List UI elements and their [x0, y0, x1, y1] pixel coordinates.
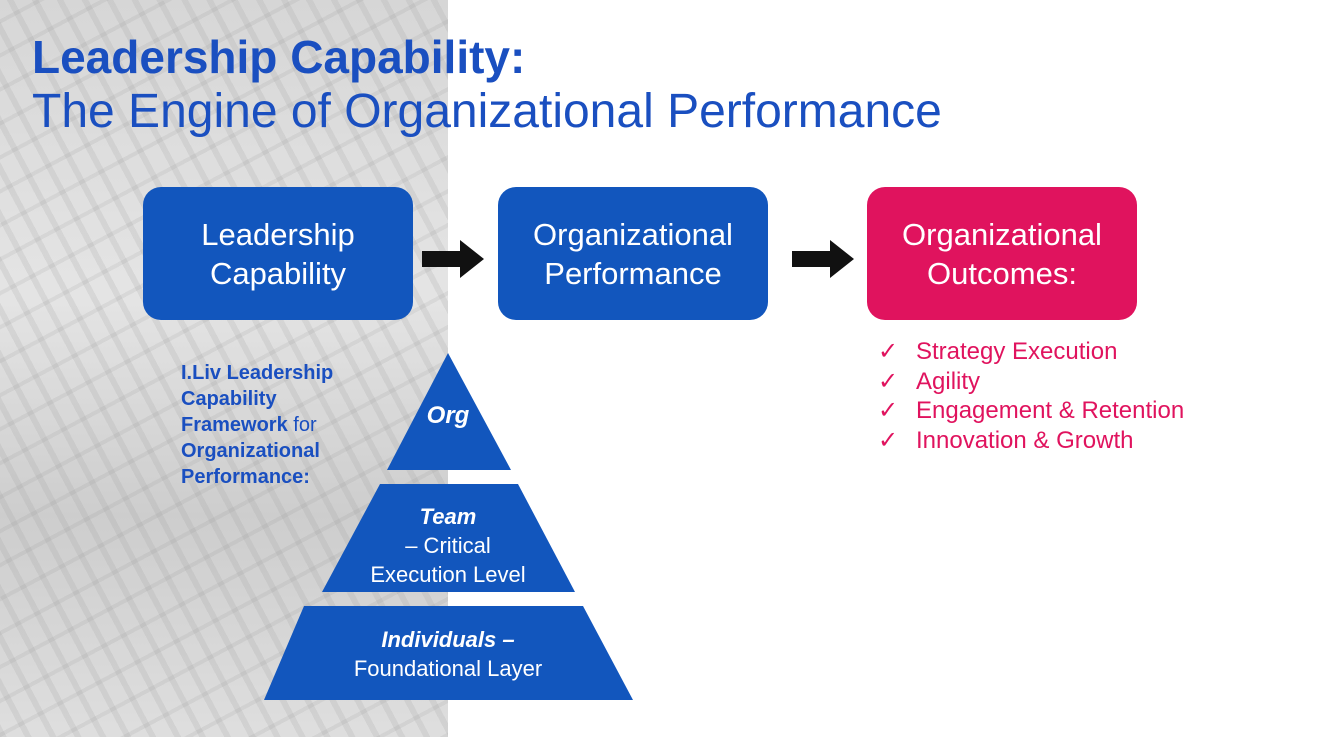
check-icon: ✓ — [878, 367, 899, 395]
check-icon: ✓ — [878, 397, 899, 424]
arrow-right-icon — [422, 240, 484, 278]
organizational-performance-box: Organizational Performance — [498, 187, 768, 320]
organizational-outcomes-box: Organizational Outcomes: — [867, 187, 1137, 320]
title-line-2: The Engine of Organizational Performance — [32, 85, 942, 138]
check-icon: ✓ — [878, 338, 899, 365]
pyramid-label-org: Org — [426, 402, 470, 429]
list-item: ✓Strategy Execution — [878, 338, 1118, 365]
list-item: ✓Agility — [878, 367, 981, 395]
arrow-right-icon — [792, 240, 854, 278]
framework-caption: I.Liv Leadership Capability Framework fo… — [181, 362, 334, 488]
pyramid-label-team: Team– Critical Execution Level — [370, 504, 526, 587]
list-item: ✓Innovation & Growth — [878, 426, 1134, 454]
outcomes-list: ✓Strategy Execution ✓Agility ✓Engagement… — [878, 337, 1184, 455]
pyramid-label-individuals: Individuals –Foundational Layer — [353, 627, 543, 681]
check-icon: ✓ — [878, 426, 899, 454]
title-line-1: Leadership Capability: — [32, 31, 526, 83]
list-item: ✓Engagement & Retention — [878, 397, 1185, 424]
pyramid-tier-team — [322, 484, 575, 592]
leadership-capability-box: Leadership Capability — [143, 187, 413, 320]
pyramid-tier-org — [387, 353, 511, 470]
pyramid-tier-individuals — [264, 606, 633, 700]
